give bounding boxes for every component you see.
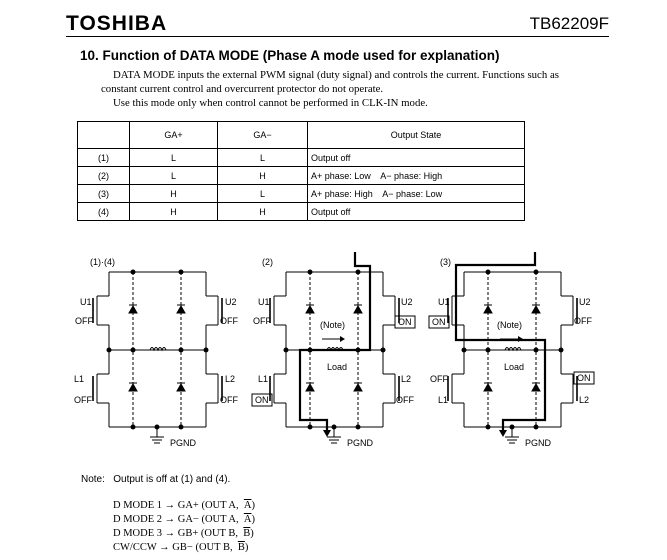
- l2-state: OFF: [396, 395, 414, 405]
- header-rule: [66, 36, 609, 37]
- ground-label: PGND: [347, 438, 374, 448]
- diagram-label: (1)·(4): [90, 257, 115, 267]
- dmode-line-4: CW/CCW → GB− (OUT B, B): [113, 542, 249, 553]
- state-table: GA+ GA− Output State (1) L L Output off …: [77, 121, 525, 221]
- part-number: TB62209F: [529, 14, 609, 33]
- diagram-label: (3): [440, 257, 451, 267]
- diagram-label: (2): [262, 257, 273, 267]
- paragraph-line-2: constant current control and overcurrent…: [101, 83, 384, 95]
- table-cell: A+ phase: High A− phase: Low: [307, 184, 525, 203]
- u2-state: ON: [398, 317, 412, 327]
- u2-state: OFF: [220, 316, 238, 326]
- u1-state: OFF: [75, 316, 93, 326]
- paragraph-line-3: Use this mode only when control cannot b…: [113, 97, 428, 109]
- u2-label: U2: [401, 297, 413, 307]
- l1-on-box: [251, 393, 273, 407]
- note-text: Note: Output is off at (1) and (4).: [81, 474, 231, 485]
- brand-logo: TOSHIBA: [66, 12, 168, 35]
- l1-label: L1: [438, 395, 448, 405]
- l2-label: L2: [225, 374, 235, 384]
- u1-state: OFF: [253, 316, 271, 326]
- dmode-signal: B: [243, 528, 251, 539]
- dmode-text: D MODE 2 → GA− (OUT A,: [113, 514, 239, 525]
- l2-state: OFF: [220, 395, 238, 405]
- dmode-text: CW/CCW → GB− (OUT B,: [113, 542, 233, 553]
- dmode-signal: B: [237, 542, 245, 553]
- u2-on-box: [394, 315, 416, 329]
- note-label: (Note): [497, 320, 522, 330]
- u1-label: U1: [258, 297, 270, 307]
- l1-state-text: OFF: [430, 374, 448, 384]
- l1-label: L1: [74, 374, 84, 384]
- dmode-line-1: D MODE 1 → GA+ (OUT A, A): [113, 500, 255, 511]
- l1-state: ON: [255, 395, 269, 405]
- ground-label: PGND: [170, 438, 197, 448]
- current-path-2: [298, 252, 372, 437]
- dmode-line-3: D MODE 3 → GB+ (OUT B, B): [113, 528, 254, 539]
- u1-label: U1: [438, 297, 450, 307]
- dmode-text: D MODE 1 → GA+ (OUT A,: [113, 500, 239, 511]
- table-row: (3) H L A+ phase: High A− phase: Low: [77, 184, 525, 203]
- l1-state: OFF: [74, 395, 92, 405]
- table-row: (4) H H Output off: [77, 202, 525, 221]
- u1-state: ON: [432, 317, 446, 327]
- current-path-3: [454, 252, 547, 437]
- u2-label: U2: [579, 297, 591, 307]
- u2-state: OFF: [574, 316, 592, 326]
- h-bridge-template: [92, 269, 223, 444]
- l2-state-text: ON: [577, 373, 591, 383]
- u1-on-box: [428, 315, 450, 329]
- table-cell: H: [217, 202, 308, 221]
- table-cell: Output off: [307, 202, 525, 221]
- l1-label: L1: [258, 374, 268, 384]
- paragraph-line-1: DATA MODE inputs the external PWM signal…: [113, 69, 559, 81]
- u1-label: U1: [80, 297, 92, 307]
- l2-on-box: [573, 371, 595, 385]
- load-label: Load: [327, 362, 347, 372]
- dmode-signal: A: [243, 500, 252, 511]
- l2-label: L2: [401, 374, 411, 384]
- u2-label: U2: [225, 297, 237, 307]
- dmode-signal: A: [243, 514, 252, 525]
- dmode-text: D MODE 3 → GB+ (OUT B,: [113, 528, 239, 539]
- h-bridge-3: [447, 269, 578, 444]
- diagram-3-labels: (3) U1 ON OFF L1 U2 OFF ON L2 (Note) Loa…: [428, 257, 595, 448]
- dmode-line-2: D MODE 2 → GA− (OUT A, A): [113, 514, 255, 525]
- table-row: (2) L H A+ phase: Low A− phase: High: [77, 166, 525, 185]
- l2-label: L2: [579, 395, 589, 405]
- section-title: 10. Function of DATA MODE (Phase A mode …: [80, 48, 500, 63]
- diagram-2-labels: (2) U1 OFF L1 ON U2 ON L2 OFF (Note) Loa…: [251, 257, 416, 448]
- ground-label: PGND: [525, 438, 552, 448]
- h-bridge-2: [269, 269, 400, 444]
- diagram-1-labels: (1)·(4) U1 OFF L1 OFF U2 OFF L2 OFF PGND: [74, 257, 238, 448]
- note-label: (Note): [320, 320, 345, 330]
- load-label: Load: [504, 362, 524, 372]
